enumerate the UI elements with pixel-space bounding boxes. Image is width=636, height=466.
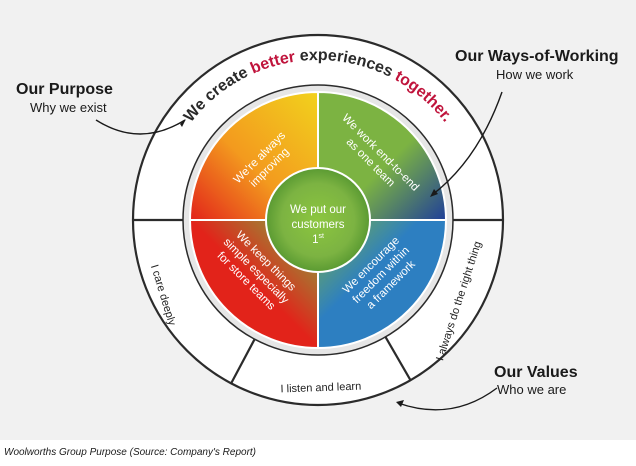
ring-separator-bottom-left [230, 338, 256, 384]
values-arrowhead [396, 400, 404, 407]
purpose-arrow [95, 119, 186, 135]
figure-caption: Woolworths Group Purpose (Source: Compan… [4, 447, 257, 458]
ways-subtitle: How we work [496, 67, 574, 82]
ring-separator-bottom-right [384, 336, 412, 381]
customer-hub [265, 167, 371, 273]
hub-line-1: We put our [290, 204, 346, 216]
value-listen-learn: I listen and learn [280, 381, 361, 396]
hub-line-3: 1st [312, 233, 324, 246]
purpose-wheel: We put our customers 1st We create bette… [95, 33, 505, 411]
purpose-subtitle: Why we exist [30, 100, 107, 115]
purpose-title: Our Purpose [16, 81, 113, 98]
values-arrow [397, 387, 498, 411]
values-subtitle: Who we are [497, 382, 567, 397]
ways-arrowhead [430, 189, 438, 197]
ways-arrow [431, 91, 503, 196]
ways-title: Our Ways-of-Working [455, 48, 619, 65]
hub-line-2: customers [291, 219, 344, 231]
values-title: Our Values [494, 364, 578, 381]
purpose-arrowhead [180, 119, 186, 127]
